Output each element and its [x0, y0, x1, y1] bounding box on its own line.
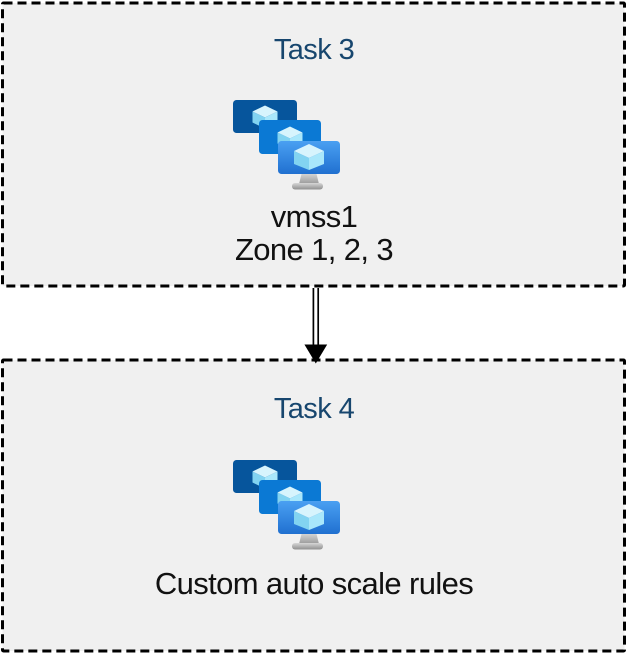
zones-label: Zone 1, 2, 3: [234, 232, 394, 267]
task4-box: Task 4 Custom auto scale rules: [4, 361, 624, 649]
down-arrow-icon: [304, 288, 328, 364]
task4-title: Task 4: [273, 393, 355, 425]
task3-title: Task 3: [273, 34, 355, 66]
autoscale-rules-label: Custom auto scale rules: [154, 566, 474, 601]
vm-scale-sets-icon: [233, 460, 341, 550]
task3-box: Task 3 vmss1 Zone 1, 2, 3: [4, 4, 624, 285]
task3-caption: vmss1 Zone 1, 2, 3: [4, 200, 624, 266]
vmss-name-label: vmss1: [270, 199, 358, 234]
vm-scale-sets-icon: [233, 100, 341, 190]
task4-caption: Custom auto scale rules: [4, 567, 624, 600]
